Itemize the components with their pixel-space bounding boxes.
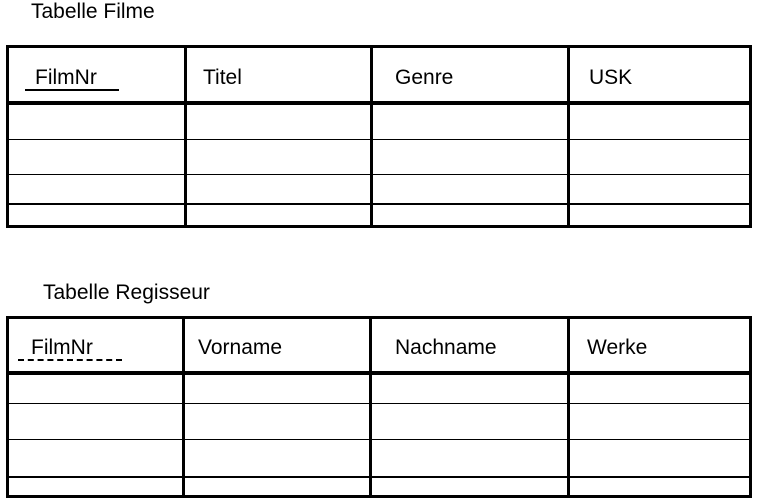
regisseur-table-row (9, 478, 749, 495)
filme-table-row (9, 205, 749, 225)
filme-table-row (9, 105, 749, 139)
regisseur-table-row (9, 375, 749, 403)
filme-header-usk: USK (589, 66, 633, 89)
filme-header-row (9, 48, 749, 105)
filme-column-divider (184, 48, 187, 225)
regisseur-table: FilmNr Vorname Nachname Werke (6, 316, 752, 498)
regisseur-table-caption: Tabelle Regisseur (43, 281, 210, 304)
regisseur-row-divider (9, 403, 749, 404)
filme-row-divider (9, 203, 749, 205)
filme-header-genre: Genre (395, 66, 454, 89)
regisseur-column-divider (182, 319, 185, 495)
filme-table: FilmNr Titel Genre USK (6, 45, 752, 228)
regisseur-row-divider (9, 439, 749, 440)
regisseur-column-divider (567, 319, 570, 495)
regisseur-table-row (9, 404, 749, 439)
filme-row-divider (9, 139, 749, 140)
filme-header-titel: Titel (203, 66, 242, 89)
filme-table-row (9, 175, 749, 203)
foreign-key-underline (18, 359, 122, 361)
filme-column-divider (370, 48, 373, 225)
regisseur-header-vorname: Vorname (198, 336, 283, 359)
regisseur-table-row (9, 440, 749, 476)
filme-table-row (9, 140, 749, 174)
regisseur-header-werke: Werke (587, 336, 648, 359)
regisseur-header-nachname: Nachname (395, 336, 497, 359)
filme-column-divider (567, 48, 570, 225)
regisseur-row-divider (9, 476, 749, 478)
regisseur-header-row (9, 319, 749, 375)
filme-header-filmnr: FilmNr (35, 66, 97, 89)
filme-row-divider (9, 174, 749, 175)
regisseur-header-filmnr: FilmNr (31, 336, 93, 359)
regisseur-column-divider (369, 319, 372, 495)
filme-table-caption: Tabelle Filme (31, 0, 155, 23)
primary-key-underline (25, 89, 119, 91)
